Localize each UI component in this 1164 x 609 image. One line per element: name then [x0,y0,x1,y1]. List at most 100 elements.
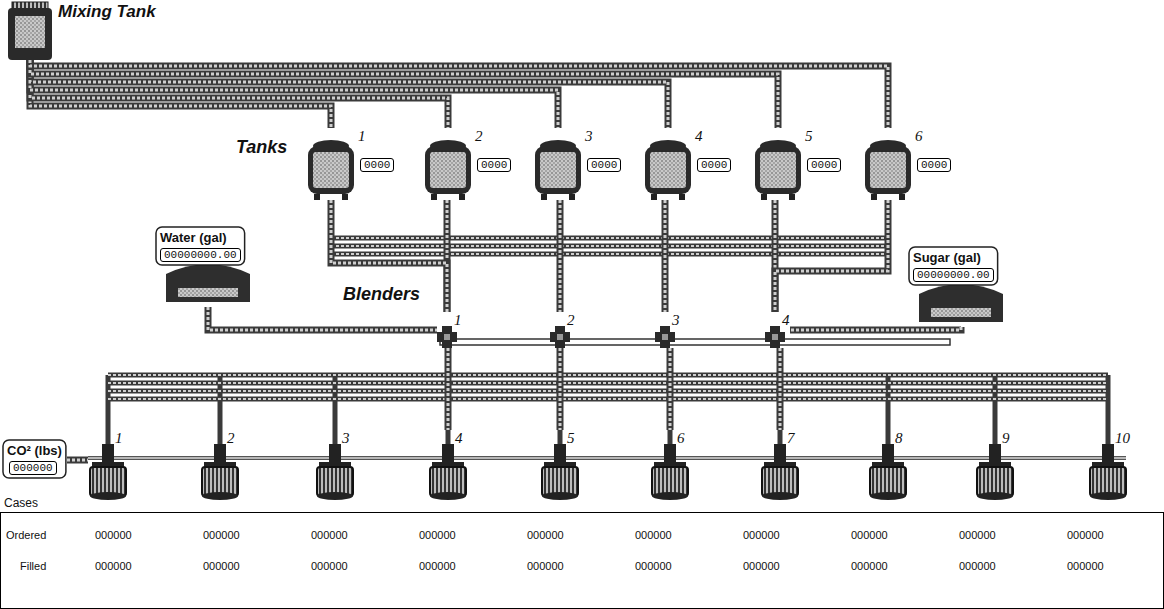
blender-shape [550,326,570,348]
filler: 3 [315,430,353,500]
equipment-label: 2 [567,312,575,329]
pipe-connector [780,348,781,430]
pipe-connector [560,200,561,312]
table-heading: Ordered [6,529,46,541]
readout-value: 000000 [9,461,57,475]
section-label: Tanks [236,137,287,158]
pipe-wall [30,60,888,128]
pipe-connector [670,348,671,430]
pipe-wall [67,457,88,464]
equipment-label: 7 [787,430,795,447]
equipment-label: 3 [672,312,680,329]
equipment-label: 4 [455,430,463,447]
pipe-core [208,307,437,330]
blender-feed-bar [440,339,950,345]
pipe-core [331,200,447,312]
pipe-connector [30,60,888,128]
filler-shape [317,444,353,500]
pipe-wall [777,348,784,430]
pipe-core [790,327,961,330]
table-cell: 000000 [311,560,348,572]
pipe-wall [790,327,961,330]
pipe-wall [775,200,888,312]
pipe-wall [445,348,452,430]
pipe-connector [665,200,666,312]
blender-shape [765,326,785,348]
blender-shape [655,326,675,348]
table-heading: Cases [4,496,38,510]
pipe-core [30,60,331,128]
syrup-tank: 4 0000 [645,128,732,200]
filler: 5 [540,430,578,500]
pipe-core [30,60,668,128]
equipment-label: 8 [895,430,903,447]
pipe-wall [208,307,437,330]
filler: 6 [650,430,688,500]
blender: 4 [765,312,790,348]
filler: 2 [200,430,238,500]
table-cell: 000000 [1067,560,1104,572]
filler-shape [542,444,578,500]
pipe-wall [30,60,448,128]
readout-value: 0000 [917,158,951,172]
equipment-label: Mixing Tank [58,2,156,22]
pipe-core [67,459,88,462]
blender: 3 [655,312,680,348]
filler-shape [652,444,688,500]
table-cell: 000000 [419,560,456,572]
equipment-label: 6 [677,430,685,447]
filler: 7 [760,430,798,500]
filler-shape [977,444,1013,500]
equipment-label: 4 [695,128,703,145]
pipe-core [30,60,448,128]
pipe-connector [775,200,888,312]
equipment-label: 5 [567,430,575,447]
tank-shape [535,140,581,200]
equipment-label: 3 [342,430,350,447]
table-cell: 000000 [311,529,348,541]
filler-shape [430,444,466,500]
filler-shape [1090,444,1126,500]
pipe-wall [30,60,668,128]
syrup-tank: 20000 [425,128,512,200]
supply-tank: Water (gal)00000000.00 [152,226,255,307]
filler-shape [90,444,126,500]
table-cell: 000000 [527,560,564,572]
store-shape [919,284,1003,322]
readout-value: 00000000.00 [160,248,241,262]
pipe-manifolds [1,238,1164,609]
table-cell: 000000 [95,560,132,572]
readout-value: 0000 [807,158,841,172]
syrup-tank: 50000 [755,128,842,200]
co2-line [88,456,1126,460]
readout-value: 0000 [697,158,731,172]
table-cell: 000000 [635,560,672,572]
equipment-label: 9 [1002,430,1010,447]
pipe-core [669,348,672,430]
pipe-core [559,200,562,312]
equipment-label: 6 [915,128,923,145]
filler: 10 [1088,430,1130,500]
mixing-tank: Mixing Tank [8,2,156,60]
filler-shape [762,444,798,500]
readout-panel [3,440,66,478]
co2-gauge: CO² (lbs)000000 [2,440,67,480]
table-cell: 000000 [959,529,996,541]
table-cell: 000000 [635,529,672,541]
blender: 1 [437,312,462,348]
equipment-label: 1 [454,312,462,329]
supply-tank: Sugar (gal)00000000.00 [905,246,1008,327]
pipe-core [664,200,667,312]
filler-shape [202,444,238,500]
table-cell: 000000 [95,529,132,541]
table-cell: 000000 [419,529,456,541]
tank-shape [645,140,691,200]
equipment-label: 2 [475,128,483,145]
readout-value: 00000000.00 [913,268,994,282]
filler: 8 [868,430,906,500]
pipe-wall [30,60,778,128]
pipe-core [30,60,558,128]
pipe-connector [30,60,668,128]
blender: 2 [550,312,575,348]
pipe-core [30,60,778,128]
